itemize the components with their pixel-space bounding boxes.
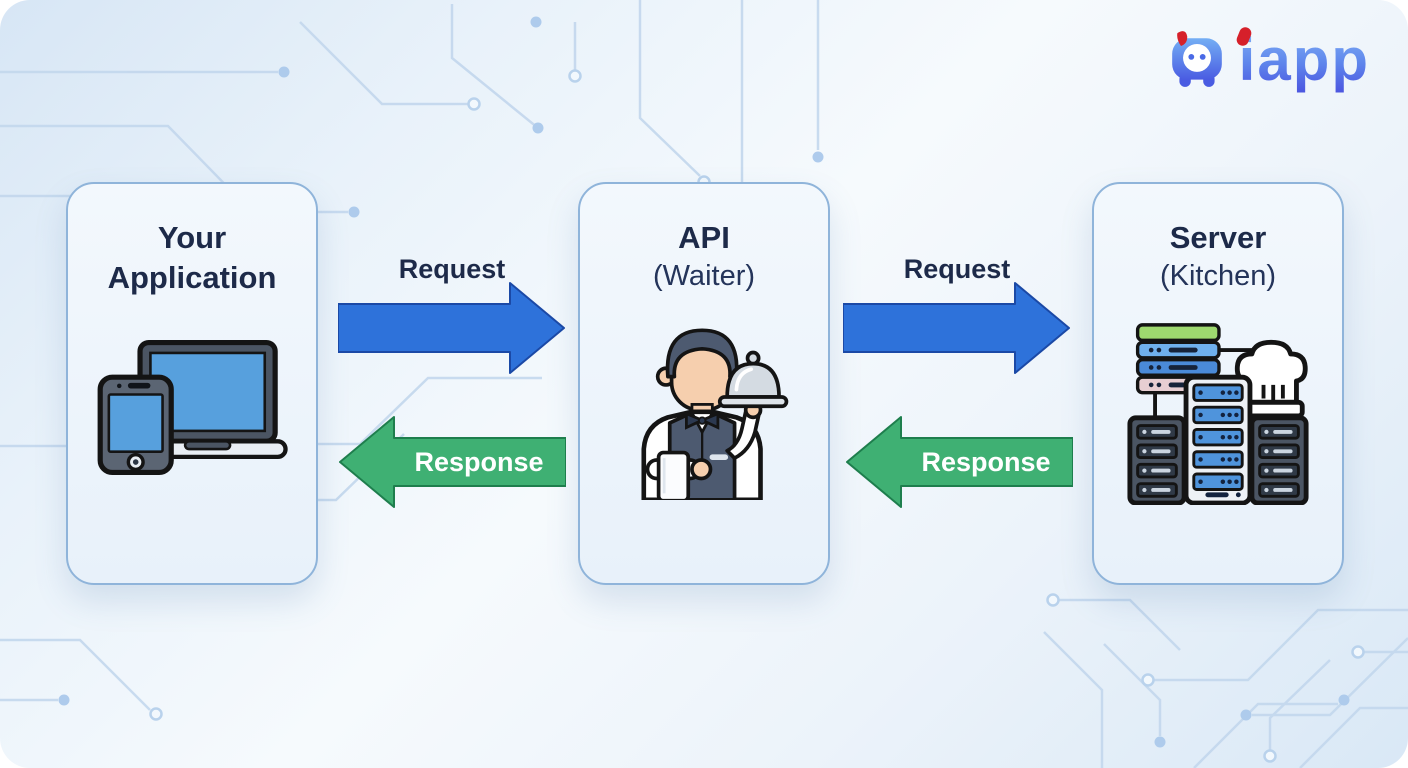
right-arrow-icon (337, 282, 565, 374)
card-your-application: Your Application (66, 182, 318, 585)
card-api: API (Waiter) (578, 182, 830, 585)
response-label-2: Response (921, 446, 1051, 477)
card-subtitle-server: (Kitchen) (1159, 260, 1277, 293)
robot-face-icon (1171, 31, 1222, 87)
request-arrow-1 (337, 280, 566, 376)
laptop-and-phone-icon (97, 339, 288, 475)
brand-logo: iapp (1169, 25, 1370, 90)
left-arrow-icon (339, 416, 567, 508)
server-racks-with-chef-hat-icon (1127, 322, 1309, 505)
request-label-2: Request (903, 254, 1011, 284)
card-title-server: Server (1169, 220, 1267, 255)
response-arrow-2: Response (845, 414, 1074, 510)
response-label-1: Response (414, 446, 544, 477)
waiter-with-cloche-icon (641, 327, 789, 500)
card-subtitle-api: (Waiter) (652, 260, 756, 293)
request-label-1: Request (398, 254, 506, 284)
right-arrow-icon (842, 282, 1070, 374)
card-title-application: Your Application (107, 220, 277, 296)
left-arrow-icon (846, 416, 1074, 508)
card-server: Server (Kitchen) (1092, 182, 1344, 585)
response-arrow-1: Response (338, 414, 567, 510)
request-arrow-2 (842, 280, 1071, 376)
card-title-api: API (678, 220, 730, 255)
brand-logo-text: iapp (1238, 26, 1370, 93)
